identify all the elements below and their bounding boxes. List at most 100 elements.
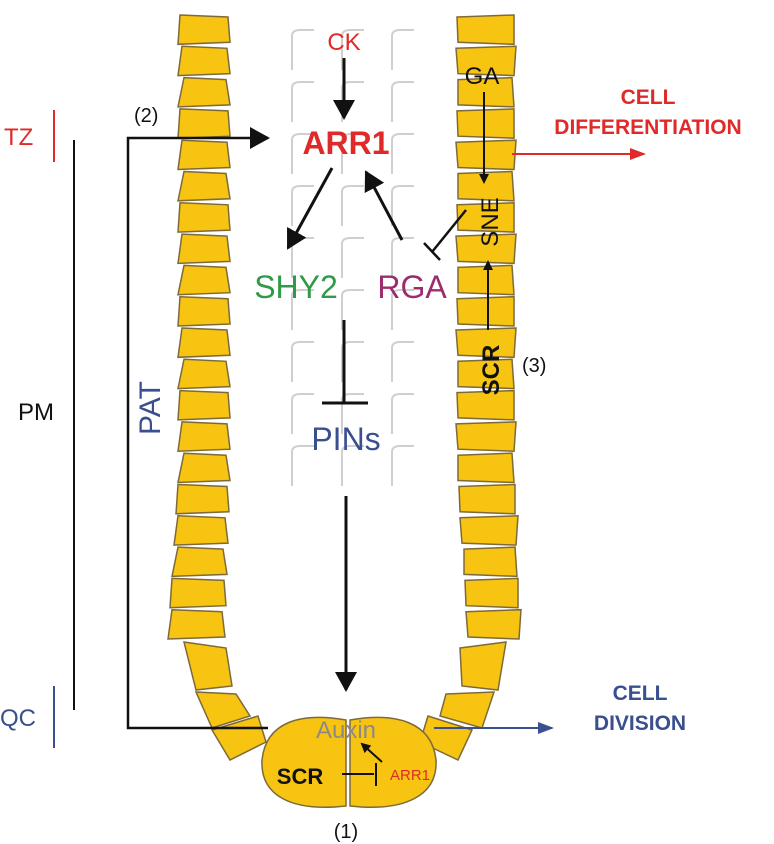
cell [177,202,231,233]
arrow-arr1-to-shy2 [286,167,334,250]
tissue-outline [341,29,364,70]
cell [171,546,228,578]
tissue-outline [391,133,414,174]
cell [175,483,230,515]
qc-interactions [342,742,383,786]
inner-tissue-outlines [291,29,414,486]
tissue-outline [291,341,314,382]
cell [177,14,231,46]
cell [456,108,515,139]
tissue-outline [341,133,364,174]
node-sne: SNE [477,197,504,246]
cell [167,608,226,640]
sne-inhibits-rga [423,209,467,261]
cell [177,389,231,421]
cell [177,264,231,296]
cell [194,691,252,729]
cell [457,358,515,390]
tissue-outline [391,29,414,70]
cell [464,577,519,609]
node-scr-bottom: SCR [277,764,324,789]
node-scr-side: SCR [478,345,505,396]
cell [177,452,231,484]
outcome-differentiation-line2: DIFFERENTIATION [554,116,741,139]
tissue-outline [291,185,314,226]
tissue-outline [341,289,364,330]
pat-loop [126,127,270,730]
cell [177,233,231,265]
marker-1: (1) [334,821,358,843]
cell [455,233,517,265]
cell [456,14,515,46]
outcome-division-line1: CELL [613,682,668,705]
cell [177,170,231,202]
cell [177,295,231,327]
tissue-outline [391,341,414,382]
tissue-outline [391,445,414,486]
cell [457,452,515,484]
cell [456,389,515,421]
cell [456,295,515,327]
cell [457,264,515,296]
tissue-outline [341,445,364,486]
tissue-outline [391,393,414,434]
qc-cell-left [261,716,347,808]
cell [177,76,231,108]
tissue-outline [391,81,414,122]
tissue-outline [391,289,414,330]
node-ck: CK [327,29,360,56]
node-shy2: SHY2 [254,269,338,305]
node-arr1-small: ARR1 [390,767,430,784]
tissue-outline [291,393,314,434]
root-cell-file [167,14,522,808]
cell [455,139,517,171]
node-rga: RGA [377,269,447,305]
side-arrows [479,92,493,330]
marker-2: (2) [134,105,158,127]
cell [177,108,231,139]
cell [465,608,522,640]
cell [455,45,517,77]
cell [177,421,231,452]
pat-label: PAT [134,381,167,435]
zone-label-tz: TZ [4,124,33,151]
outcome-division-line2: DIVISION [594,712,686,735]
cell [177,45,231,77]
arrow-arr1-to-auxin [360,742,383,763]
tissue-outline [291,133,314,174]
tissue-outline [291,445,314,486]
cell [455,421,517,452]
qc-cell-right [349,716,437,808]
cell [173,515,229,546]
node-auxin: Auxin [316,717,376,744]
zone-label-qc: QC [0,705,36,732]
tissue-outline [291,81,314,122]
arrow-rga-to-arr1 [364,170,404,241]
zone-label-pm: PM [18,399,54,426]
node-ga: GA [465,63,500,90]
marker-3: (3) [522,355,546,377]
cell [457,76,515,108]
tissue-outline [341,237,364,278]
cell [457,170,515,202]
cell [183,641,233,691]
node-arr1: ARR1 [302,125,389,161]
cell [463,546,518,578]
cell [459,641,507,691]
tissue-outline [391,185,414,226]
cell [177,327,231,359]
cell [455,327,517,359]
outcome-differentiation-line1: CELL [621,86,676,109]
cell [169,577,227,609]
node-pins: PINs [311,421,380,457]
tissue-outline [341,185,364,226]
cell [177,139,231,171]
cell [458,483,516,515]
tissue-outline [291,289,314,330]
zone-markers [53,110,75,748]
pathway-arrows [286,58,404,692]
tissue-outline [291,29,314,70]
cell [459,515,519,546]
cell [177,358,231,390]
